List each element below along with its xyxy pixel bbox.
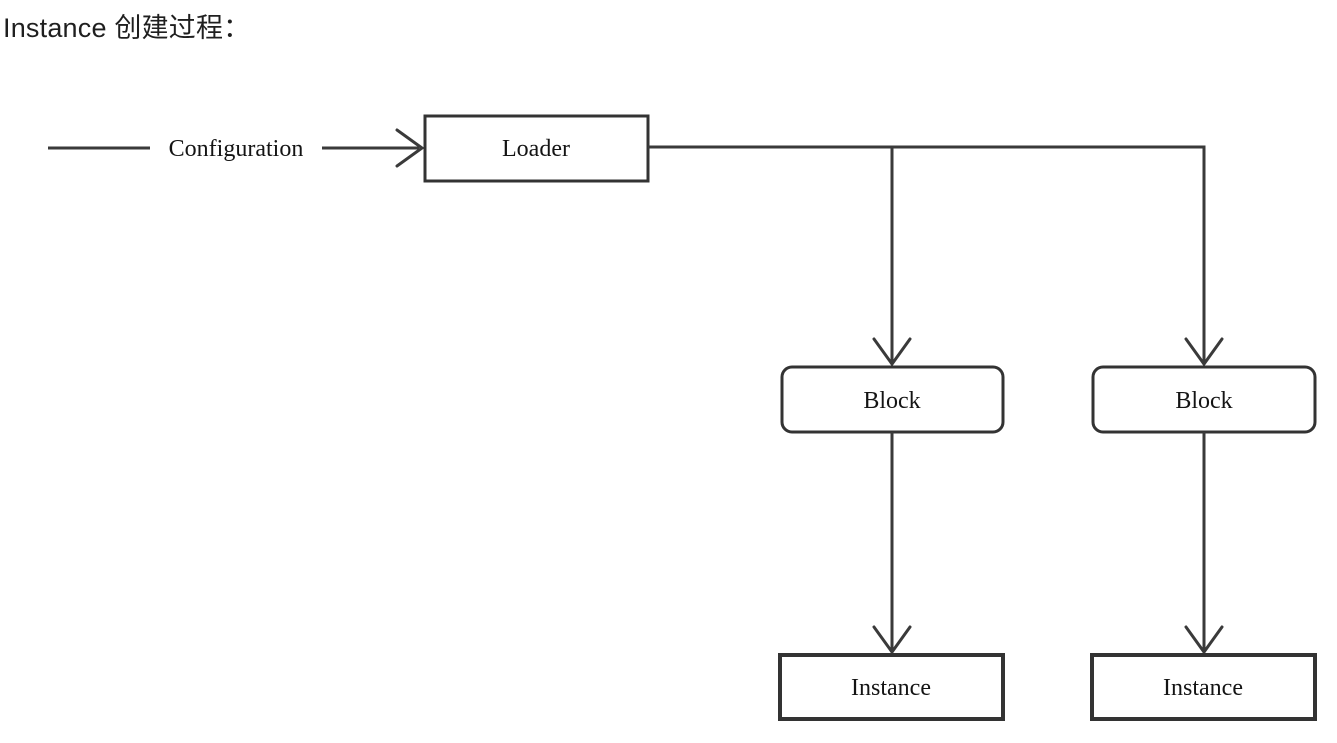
page-title: Instance 创建过程： (3, 13, 251, 43)
node-instance-1-label: Instance (851, 675, 931, 701)
arrowhead-into-instance-1 (872, 625, 912, 655)
node-loader-label: Loader (502, 136, 570, 162)
arrowhead-into-block-1 (872, 337, 912, 367)
node-block-2-label: Block (1175, 388, 1232, 414)
edge-label-configuration: Configuration (169, 136, 304, 162)
arrowhead-into-loader (395, 128, 425, 168)
node-instance-2 (1090, 653, 1317, 721)
node-instance-1 (778, 653, 1005, 721)
edge-loader-to-block-2 (648, 145, 1206, 363)
arrowhead-into-block-2 (1184, 337, 1224, 367)
arrowhead-into-instance-2 (1184, 625, 1224, 655)
node-block-1-label: Block (863, 388, 920, 414)
node-instance-2-label: Instance (1163, 675, 1243, 701)
